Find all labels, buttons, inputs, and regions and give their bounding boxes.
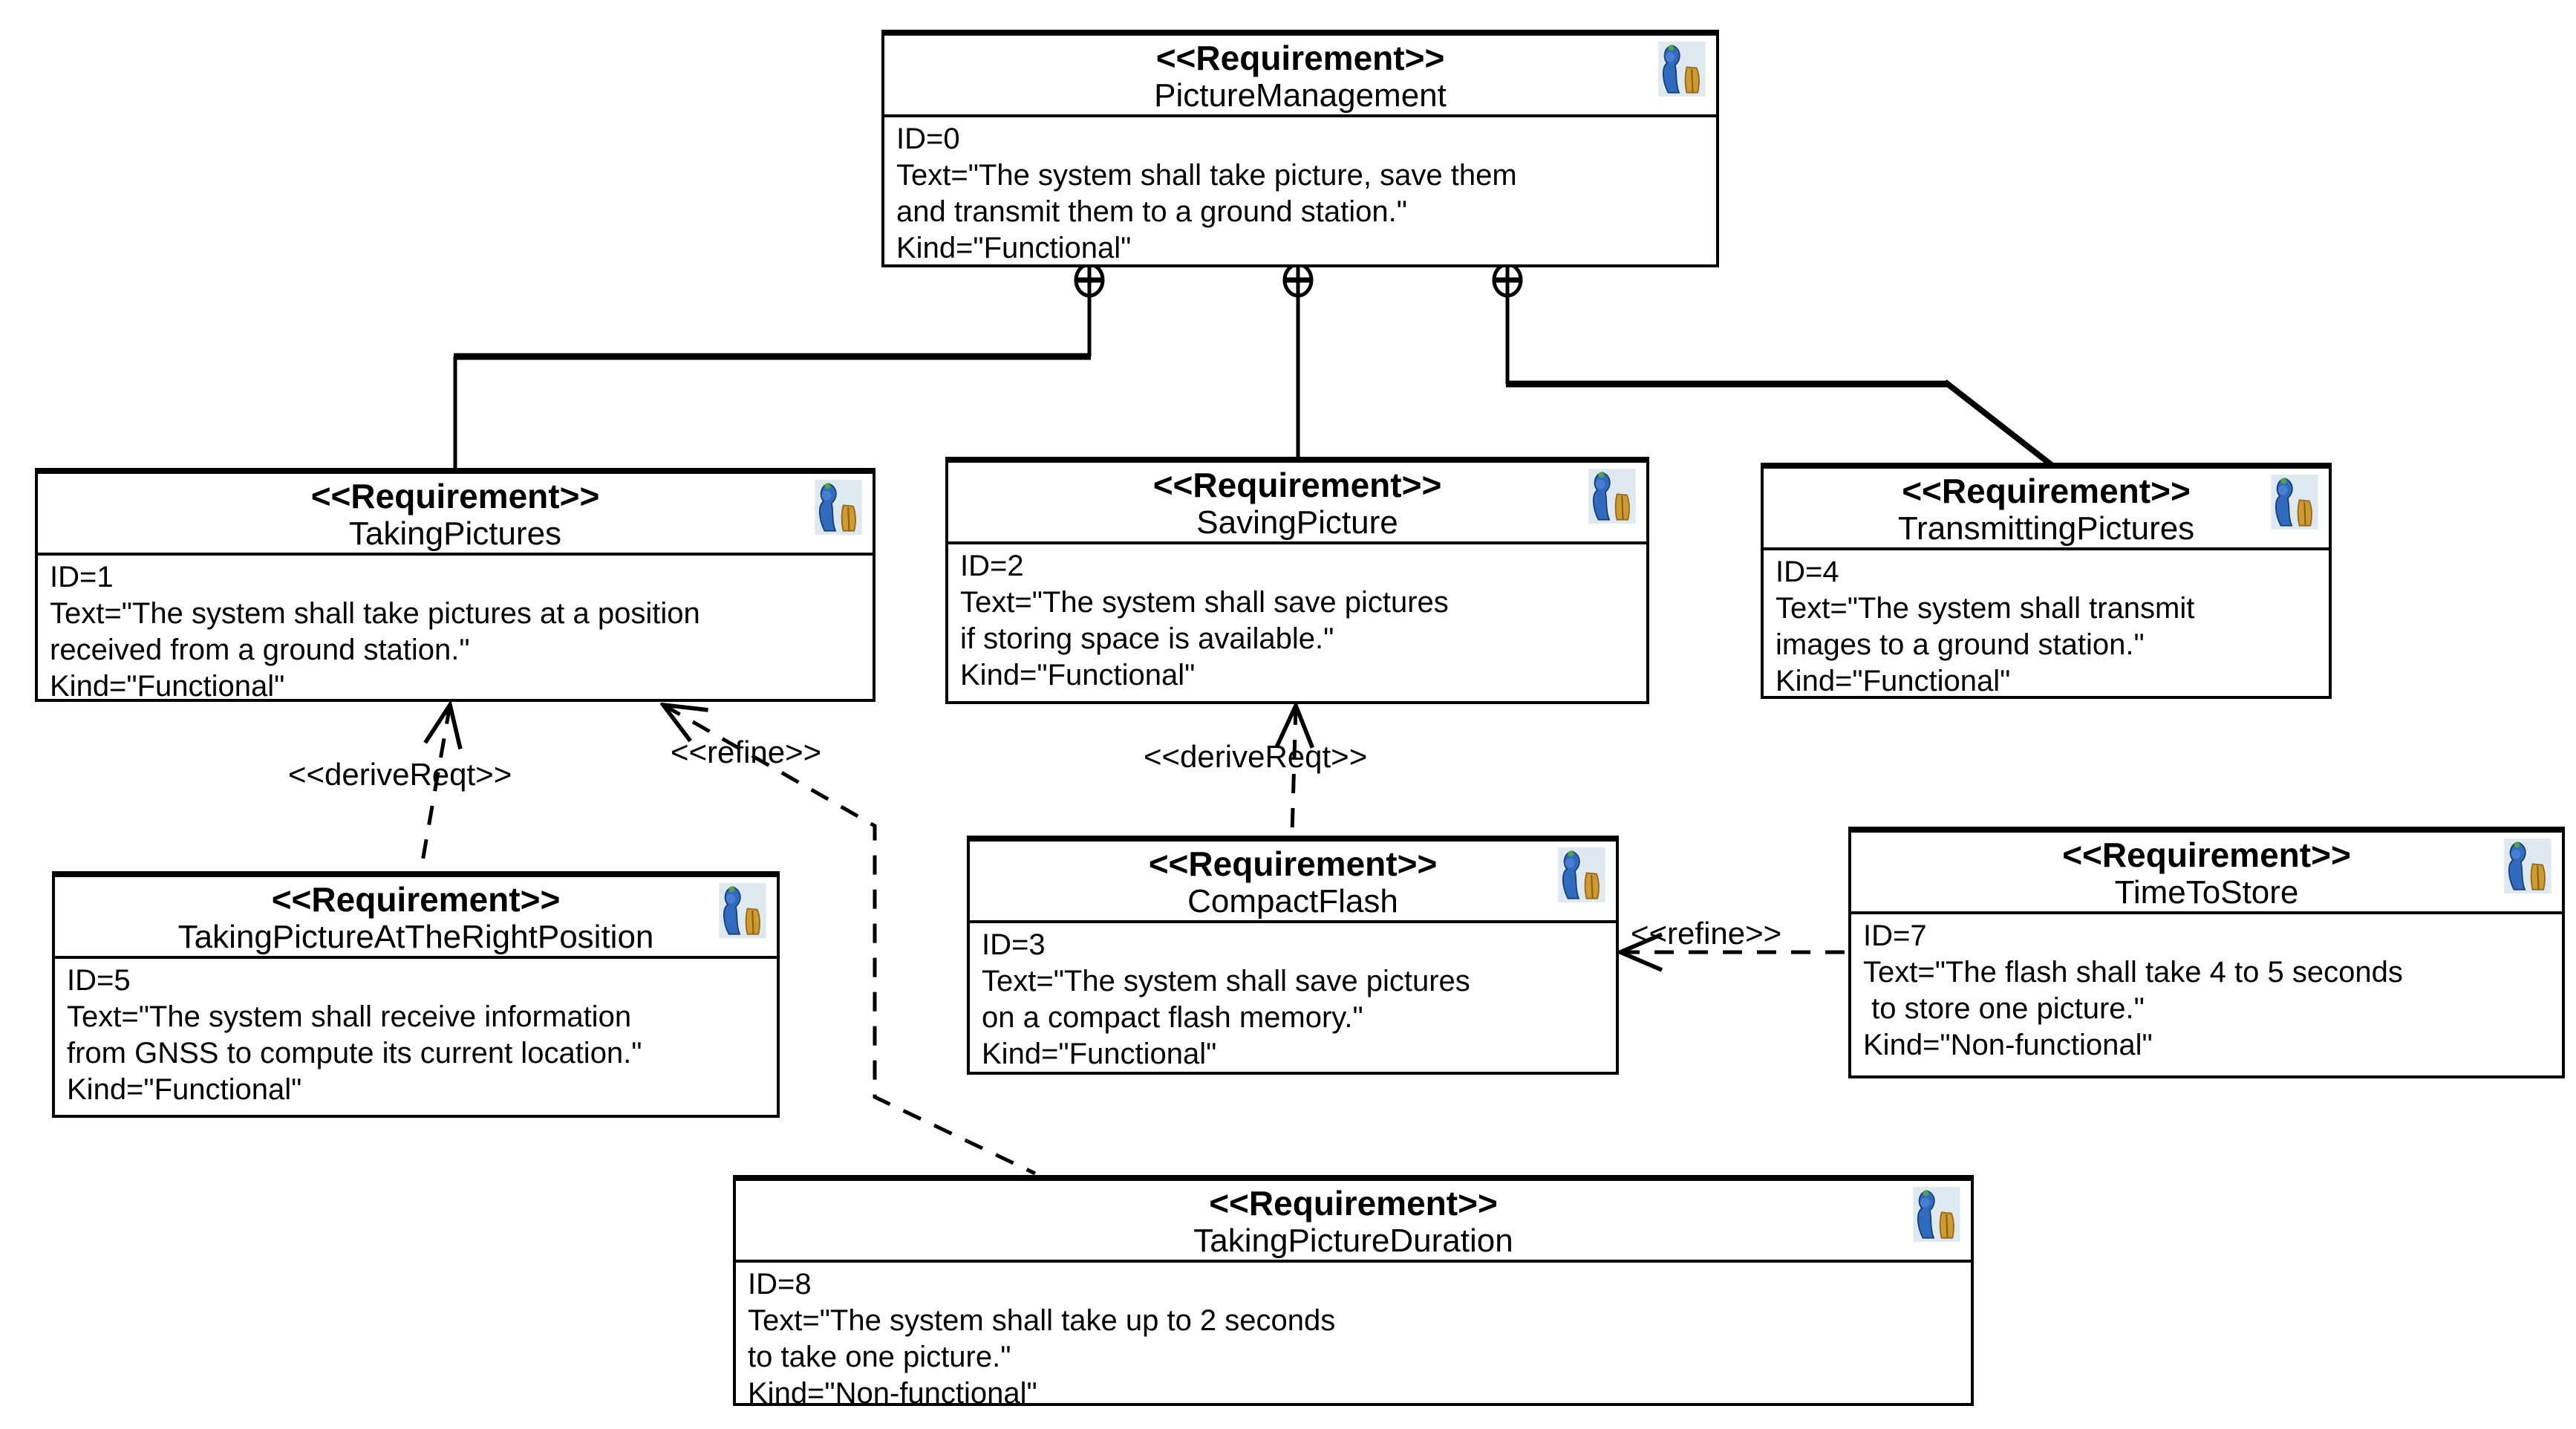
requirement-text: from GNSS to compute its current locatio… (67, 1037, 642, 1070)
refine-label: <<refine>> (671, 735, 822, 769)
requirement-taking-picture-duration[interactable]: <<Requirement>> TakingPictureDuration ID… (733, 1175, 1974, 1410)
requirement-kind: Kind="Functional" (67, 1073, 302, 1106)
requirement-transmitting-pictures[interactable]: <<Requirement>> TransmittingPictures ID=… (1761, 463, 2332, 699)
requirement-body-compartment: ID=7 Text="The flash shall take 4 to 5 s… (1851, 914, 2562, 1064)
derive-reqt-label: <<deriveReqt>> (288, 757, 512, 792)
stereotype-label: <<Requirement>> (1209, 1184, 1498, 1223)
derive-reqt-label: <<deriveReqt>> (1144, 739, 1368, 774)
requirement-body-compartment: ID=1 Text="The system shall take picture… (38, 556, 873, 705)
requirement-title-compartment: <<Requirement>> CompactFlash (970, 842, 1616, 923)
requirement-text: Text="The system shall take picture, sav… (896, 159, 1517, 192)
requirement-text: to store one picture." (1863, 992, 2145, 1025)
refine-label: <<refine>> (1631, 916, 1782, 951)
requirement-taking-pictures[interactable]: <<Requirement>> TakingPictures ID=1 Text… (35, 468, 875, 705)
requirement-compact-flash[interactable]: <<Requirement>> CompactFlash ID=3 Text="… (967, 836, 1619, 1075)
requirement-name: TakingPictures (348, 515, 562, 552)
requirement-body-compartment: ID=8 Text="The system shall take up to 2… (736, 1263, 1971, 1412)
requirement-text: to take one picture." (748, 1341, 1011, 1373)
stereotype-label: <<Requirement>> (271, 880, 561, 919)
requirement-text: Text="The system shall save pictures (982, 965, 1470, 997)
stereotype-label: <<Requirement>> (310, 477, 600, 515)
requirement-kind: Kind="Non-functional" (748, 1377, 1037, 1410)
requirement-name: SavingPicture (1196, 504, 1398, 541)
stereotype-label: <<Requirement>> (1148, 844, 1438, 883)
requirement-icon (1658, 42, 1706, 97)
requirement-icon (2271, 475, 2318, 530)
requirement-kind: Kind="Functional" (896, 232, 1132, 264)
stereotype-label: <<Requirement>> (1152, 466, 1442, 504)
requirement-text: Text="The flash shall take 4 to 5 second… (1863, 956, 2403, 989)
requirement-icon (815, 480, 862, 535)
refine-connector-taking-picture-duration[interactable] (663, 705, 1037, 1176)
requirement-name: TransmittingPictures (1897, 510, 2195, 547)
requirement-text: Text="The system shall take up to 2 seco… (748, 1304, 1336, 1337)
requirement-text: Text="The system shall take pictures at … (50, 597, 700, 630)
requirement-icon (1913, 1187, 1960, 1242)
requirement-body-compartment: ID=3 Text="The system shall save picture… (970, 923, 1616, 1072)
requirement-name: TimeToStore (2114, 874, 2299, 911)
requirement-icon (2504, 839, 2551, 893)
stereotype-label: <<Requirement>> (1902, 472, 2191, 510)
requirement-id: ID=4 (1776, 556, 1839, 588)
requirement-title-compartment: <<Requirement>> PictureManagement (884, 36, 1716, 117)
requirement-title-compartment: <<Requirement>> TakingPictureDuration (736, 1181, 1971, 1263)
containment-anchor-icon (1074, 262, 1105, 298)
requirement-body-compartment: ID=4 Text="The system shall transmit ima… (1764, 550, 2329, 700)
requirement-name: TakingPictureAtTheRightPosition (177, 919, 654, 955)
requirement-kind: Kind="Non-functional" (1863, 1029, 2153, 1061)
stereotype-label: <<Requirement>> (1155, 39, 1445, 77)
requirement-icon (1588, 469, 1636, 524)
requirement-text: Text="The system shall save pictures (960, 586, 1449, 619)
containment-anchor-icon (1492, 262, 1523, 298)
requirement-text: on a compact flash memory." (982, 1001, 1363, 1034)
containment-anchor-icon (1282, 262, 1314, 298)
requirement-picture-management[interactable]: <<Requirement>> PictureManagement ID=0 T… (881, 30, 1719, 267)
containment-connector-transmitting-pictures[interactable] (1505, 293, 2055, 469)
requirement-name: PictureManagement (1154, 77, 1447, 114)
requirement-text: Text="The system shall receive informati… (67, 1000, 632, 1033)
requirement-title-compartment: <<Requirement>> TakingPictureAtTheRightP… (55, 877, 777, 959)
requirement-taking-picture-at-the-right-position[interactable]: <<Requirement>> TakingPictureAtTheRightP… (52, 871, 780, 1118)
requirement-title-compartment: <<Requirement>> SavingPicture (948, 463, 1646, 544)
requirement-kind: Kind="Functional" (1776, 665, 2011, 697)
requirement-id: ID=2 (960, 550, 1024, 582)
requirement-kind: Kind="Functional" (960, 659, 1196, 691)
derive-reqt-connector-taking-picture-at-the-right-position[interactable] (419, 705, 450, 870)
requirement-title-compartment: <<Requirement>> TimeToStore (1851, 833, 2562, 914)
requirement-name: TakingPictureDuration (1193, 1223, 1513, 1259)
requirement-id: ID=1 (50, 561, 114, 593)
requirement-kind: Kind="Functional" (50, 670, 285, 703)
requirement-text: if storing space is available." (960, 622, 1334, 655)
requirement-saving-picture[interactable]: <<Requirement>> SavingPicture ID=2 Text=… (945, 457, 1649, 704)
requirement-id: ID=3 (982, 928, 1046, 961)
requirement-text: and transmit them to a ground station." (896, 195, 1407, 228)
requirement-icon (1558, 847, 1605, 902)
requirement-id: ID=7 (1863, 919, 1927, 952)
requirement-text: received from a ground station." (50, 634, 470, 666)
requirement-title-compartment: <<Requirement>> TakingPictures (38, 474, 873, 556)
requirement-name: CompactFlash (1187, 883, 1398, 919)
requirement-body-compartment: ID=2 Text="The system shall save picture… (948, 544, 1646, 694)
requirement-body-compartment: ID=5 Text="The system shall receive info… (55, 959, 777, 1108)
containment-connector-taking-pictures[interactable] (453, 293, 1092, 471)
requirement-id: ID=5 (67, 964, 131, 997)
derive-reqt-connector-compact-flash[interactable] (1292, 706, 1296, 835)
requirement-body-compartment: ID=0 Text="The system shall take picture… (884, 117, 1716, 267)
stereotype-label: <<Requirement>> (2062, 836, 2351, 874)
requirement-text: Text="The system shall transmit (1776, 592, 2195, 625)
requirement-id: ID=0 (896, 123, 960, 155)
requirement-time-to-store[interactable]: <<Requirement>> TimeToStore ID=7 Text="T… (1848, 827, 2565, 1078)
requirement-icon (719, 883, 766, 938)
requirement-title-compartment: <<Requirement>> TransmittingPictures (1764, 469, 2329, 550)
requirement-id: ID=8 (748, 1268, 812, 1301)
requirement-text: images to a ground station." (1776, 628, 2145, 661)
requirement-kind: Kind="Functional" (982, 1038, 1217, 1070)
